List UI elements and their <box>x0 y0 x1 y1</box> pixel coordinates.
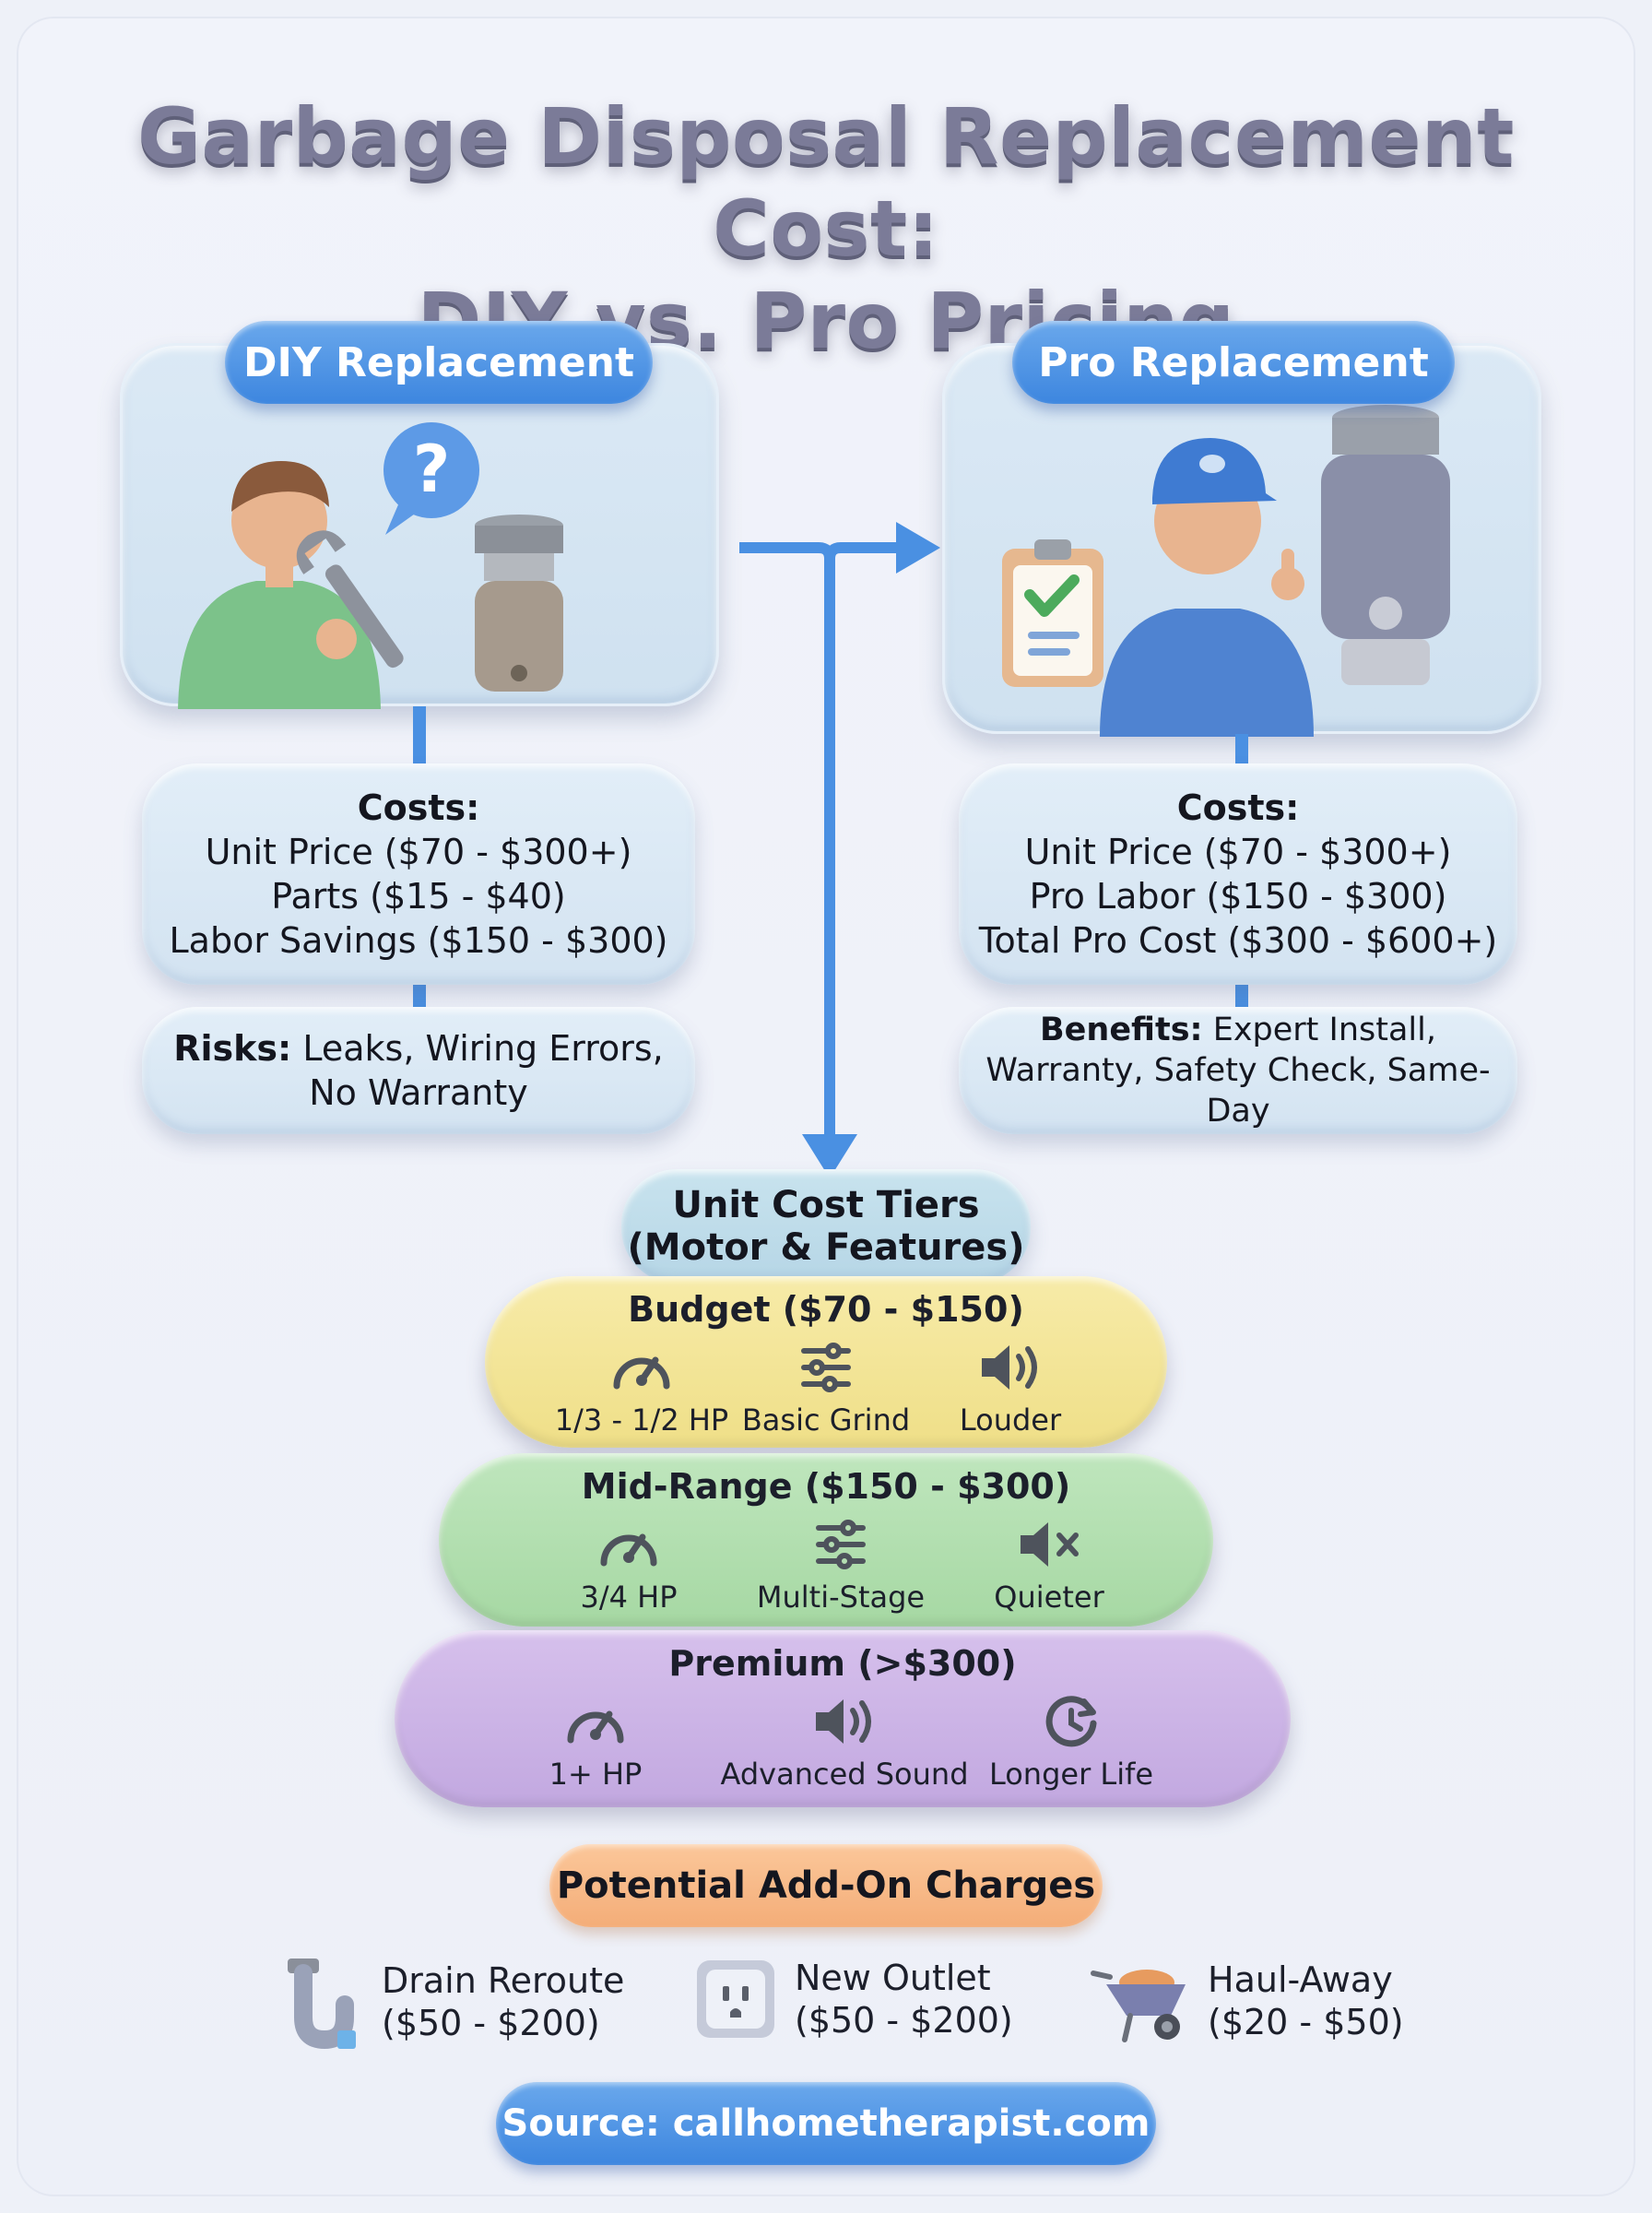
diy-cost-item: Parts ($15 - $40) <box>271 876 566 917</box>
addon-price: ($50 - $200) <box>382 2003 600 2043</box>
pro-costs-box: Costs: Unit Price ($70 - $300+) Pro Labo… <box>959 763 1517 985</box>
clock-icon <box>1045 1696 1097 1747</box>
tier-premium: Premium (>$300) 1+ HP Advanced Sound Lon… <box>395 1630 1291 1807</box>
tier-feature: Longer Life <box>951 1691 1191 1793</box>
speaker-mute-icon <box>1021 1522 1079 1567</box>
person-icon <box>178 461 381 715</box>
speedometer-icon <box>613 1356 670 1390</box>
diy-connector-1 <box>413 706 426 780</box>
pro-connector-2 <box>1235 976 1248 1012</box>
tier-title: Premium (>$300) <box>668 1643 1017 1684</box>
tier-feature-label: 1/3 - 1/2 HP <box>554 1402 729 1438</box>
tier-feature: Quieter <box>929 1514 1169 1615</box>
clipboard-icon <box>1002 539 1103 687</box>
pro-cost-item: Pro Labor ($150 - $300) <box>1029 876 1447 917</box>
addon-price: ($50 - $200) <box>795 2000 1013 2041</box>
speaker-loud-icon <box>982 1345 1037 1390</box>
wrench-icon <box>296 530 404 669</box>
diy-person-illustration: ? <box>178 422 563 715</box>
pro-disposal-unit-icon <box>1321 405 1450 685</box>
addon-drain-reroute: Drain Reroute ($50 - $200) <box>280 1953 624 2051</box>
tiers-heading-line-1: Unit Cost Tiers <box>672 1184 980 1226</box>
diy-risks-line-1: Leaks, Wiring Errors, <box>302 1028 664 1069</box>
tier-feature-label: Basic Grind <box>741 1402 911 1438</box>
tier-title: Mid-Range ($150 - $300) <box>581 1466 1071 1507</box>
question-bubble-icon: ? <box>384 422 479 535</box>
tier-title: Budget ($70 - $150) <box>628 1289 1024 1330</box>
speedometer-icon <box>600 1533 657 1567</box>
source-pill: Source: callhometherapist.com <box>496 2082 1156 2165</box>
diy-connector-2 <box>413 976 426 1012</box>
tier-feature: Advanced Sound <box>708 1691 981 1793</box>
diy-costs-box: Costs: Unit Price ($70 - $300+) Parts ($… <box>142 763 695 985</box>
tier-budget: Budget ($70 - $150) 1/3 - 1/2 HP Basic G… <box>485 1276 1167 1448</box>
diy-risks-line-2: No Warranty <box>309 1072 528 1113</box>
tier-feature: Multi-Stage <box>721 1514 961 1615</box>
addon-label: Haul-Away <box>1208 1959 1393 2000</box>
outlet-icon <box>697 1960 774 2038</box>
flow-arrows <box>739 522 940 1178</box>
speaker-loud-icon <box>816 1699 871 1744</box>
pipe-icon <box>288 1959 356 2050</box>
tier-feature: 1+ HP <box>476 1691 715 1793</box>
pro-benefits-label: Benefits: <box>1039 1012 1203 1048</box>
diy-cost-item: Labor Savings ($150 - $300) <box>169 920 668 961</box>
pro-cost-item: Unit Price ($70 - $300+) <box>1024 832 1452 872</box>
tier-feature-label: 3/4 HP <box>580 1580 678 1615</box>
tier-feature: Basic Grind <box>706 1337 946 1438</box>
pro-person-illustration <box>1002 405 1450 737</box>
diy-costs-heading: Costs: <box>357 787 480 828</box>
tier-feature-label: Quieter <box>994 1580 1104 1615</box>
tier-feature-label: Advanced Sound <box>720 1757 969 1792</box>
disposal-unit-icon <box>475 515 563 692</box>
diy-risks-label: Risks: <box>173 1028 292 1069</box>
sliders-icon <box>801 1343 851 1392</box>
svg-text:?: ? <box>413 432 451 507</box>
arrow-right-icon <box>896 522 940 574</box>
addon-label: Drain Reroute <box>382 1960 625 2001</box>
addon-label: New Outlet <box>795 1958 991 1998</box>
tier-feature: 1/3 - 1/2 HP <box>522 1337 761 1438</box>
tier-feature-label: Louder <box>959 1402 1062 1438</box>
diy-header-pill: DIY Replacement <box>225 321 653 404</box>
speedometer-icon <box>567 1710 624 1744</box>
tier-mid-range: Mid-Range ($150 - $300) 3/4 HP Multi-Sta… <box>439 1453 1213 1627</box>
pro-benefits-line-2: Warranty, Safety Check, Same-Day <box>985 1052 1491 1130</box>
wheelbarrow-icon <box>1091 1970 1186 2042</box>
addon-new-outlet: New Outlet ($50 - $200) <box>693 1957 1013 2041</box>
addons-heading: Potential Add-On Charges <box>549 1844 1103 1927</box>
infographic-page: Garbage Disposal Replacement Cost: DIY v… <box>17 17 1635 2196</box>
tier-feature-label: Multi-Stage <box>756 1580 926 1615</box>
title-line-1: Garbage Disposal Replacement Cost: <box>137 91 1515 274</box>
technician-icon <box>1100 438 1314 737</box>
diy-cost-item: Unit Price ($70 - $300+) <box>205 832 632 872</box>
pro-benefits-box: Benefits: Expert Install, Warranty, Safe… <box>959 1007 1517 1134</box>
addon-price: ($20 - $50) <box>1208 2002 1404 2042</box>
pro-benefits-line-1: Expert Install, <box>1212 1012 1437 1048</box>
sliders-icon <box>816 1520 866 1569</box>
addon-haul-away: Haul-Away ($20 - $50) <box>1090 1957 1404 2045</box>
pro-cost-item: Total Pro Cost ($300 - $600+) <box>978 920 1498 961</box>
tier-feature: 3/4 HP <box>509 1514 749 1615</box>
tiers-heading: Unit Cost Tiers (Motor & Features) <box>621 1169 1031 1284</box>
tier-feature-label: Longer Life <box>988 1757 1154 1792</box>
diy-risks-box: Risks: Leaks, Wiring Errors, No Warranty <box>142 1007 695 1134</box>
tier-feature: Louder <box>891 1337 1130 1438</box>
pro-illustration-card <box>942 343 1541 737</box>
tier-feature-label: 1+ HP <box>549 1757 643 1792</box>
tiers-heading-line-2: (Motor & Features) <box>627 1226 1025 1269</box>
arrow-down-icon <box>802 1134 857 1178</box>
pro-header-pill: Pro Replacement <box>1012 321 1455 404</box>
pro-costs-heading: Costs: <box>1176 787 1300 828</box>
